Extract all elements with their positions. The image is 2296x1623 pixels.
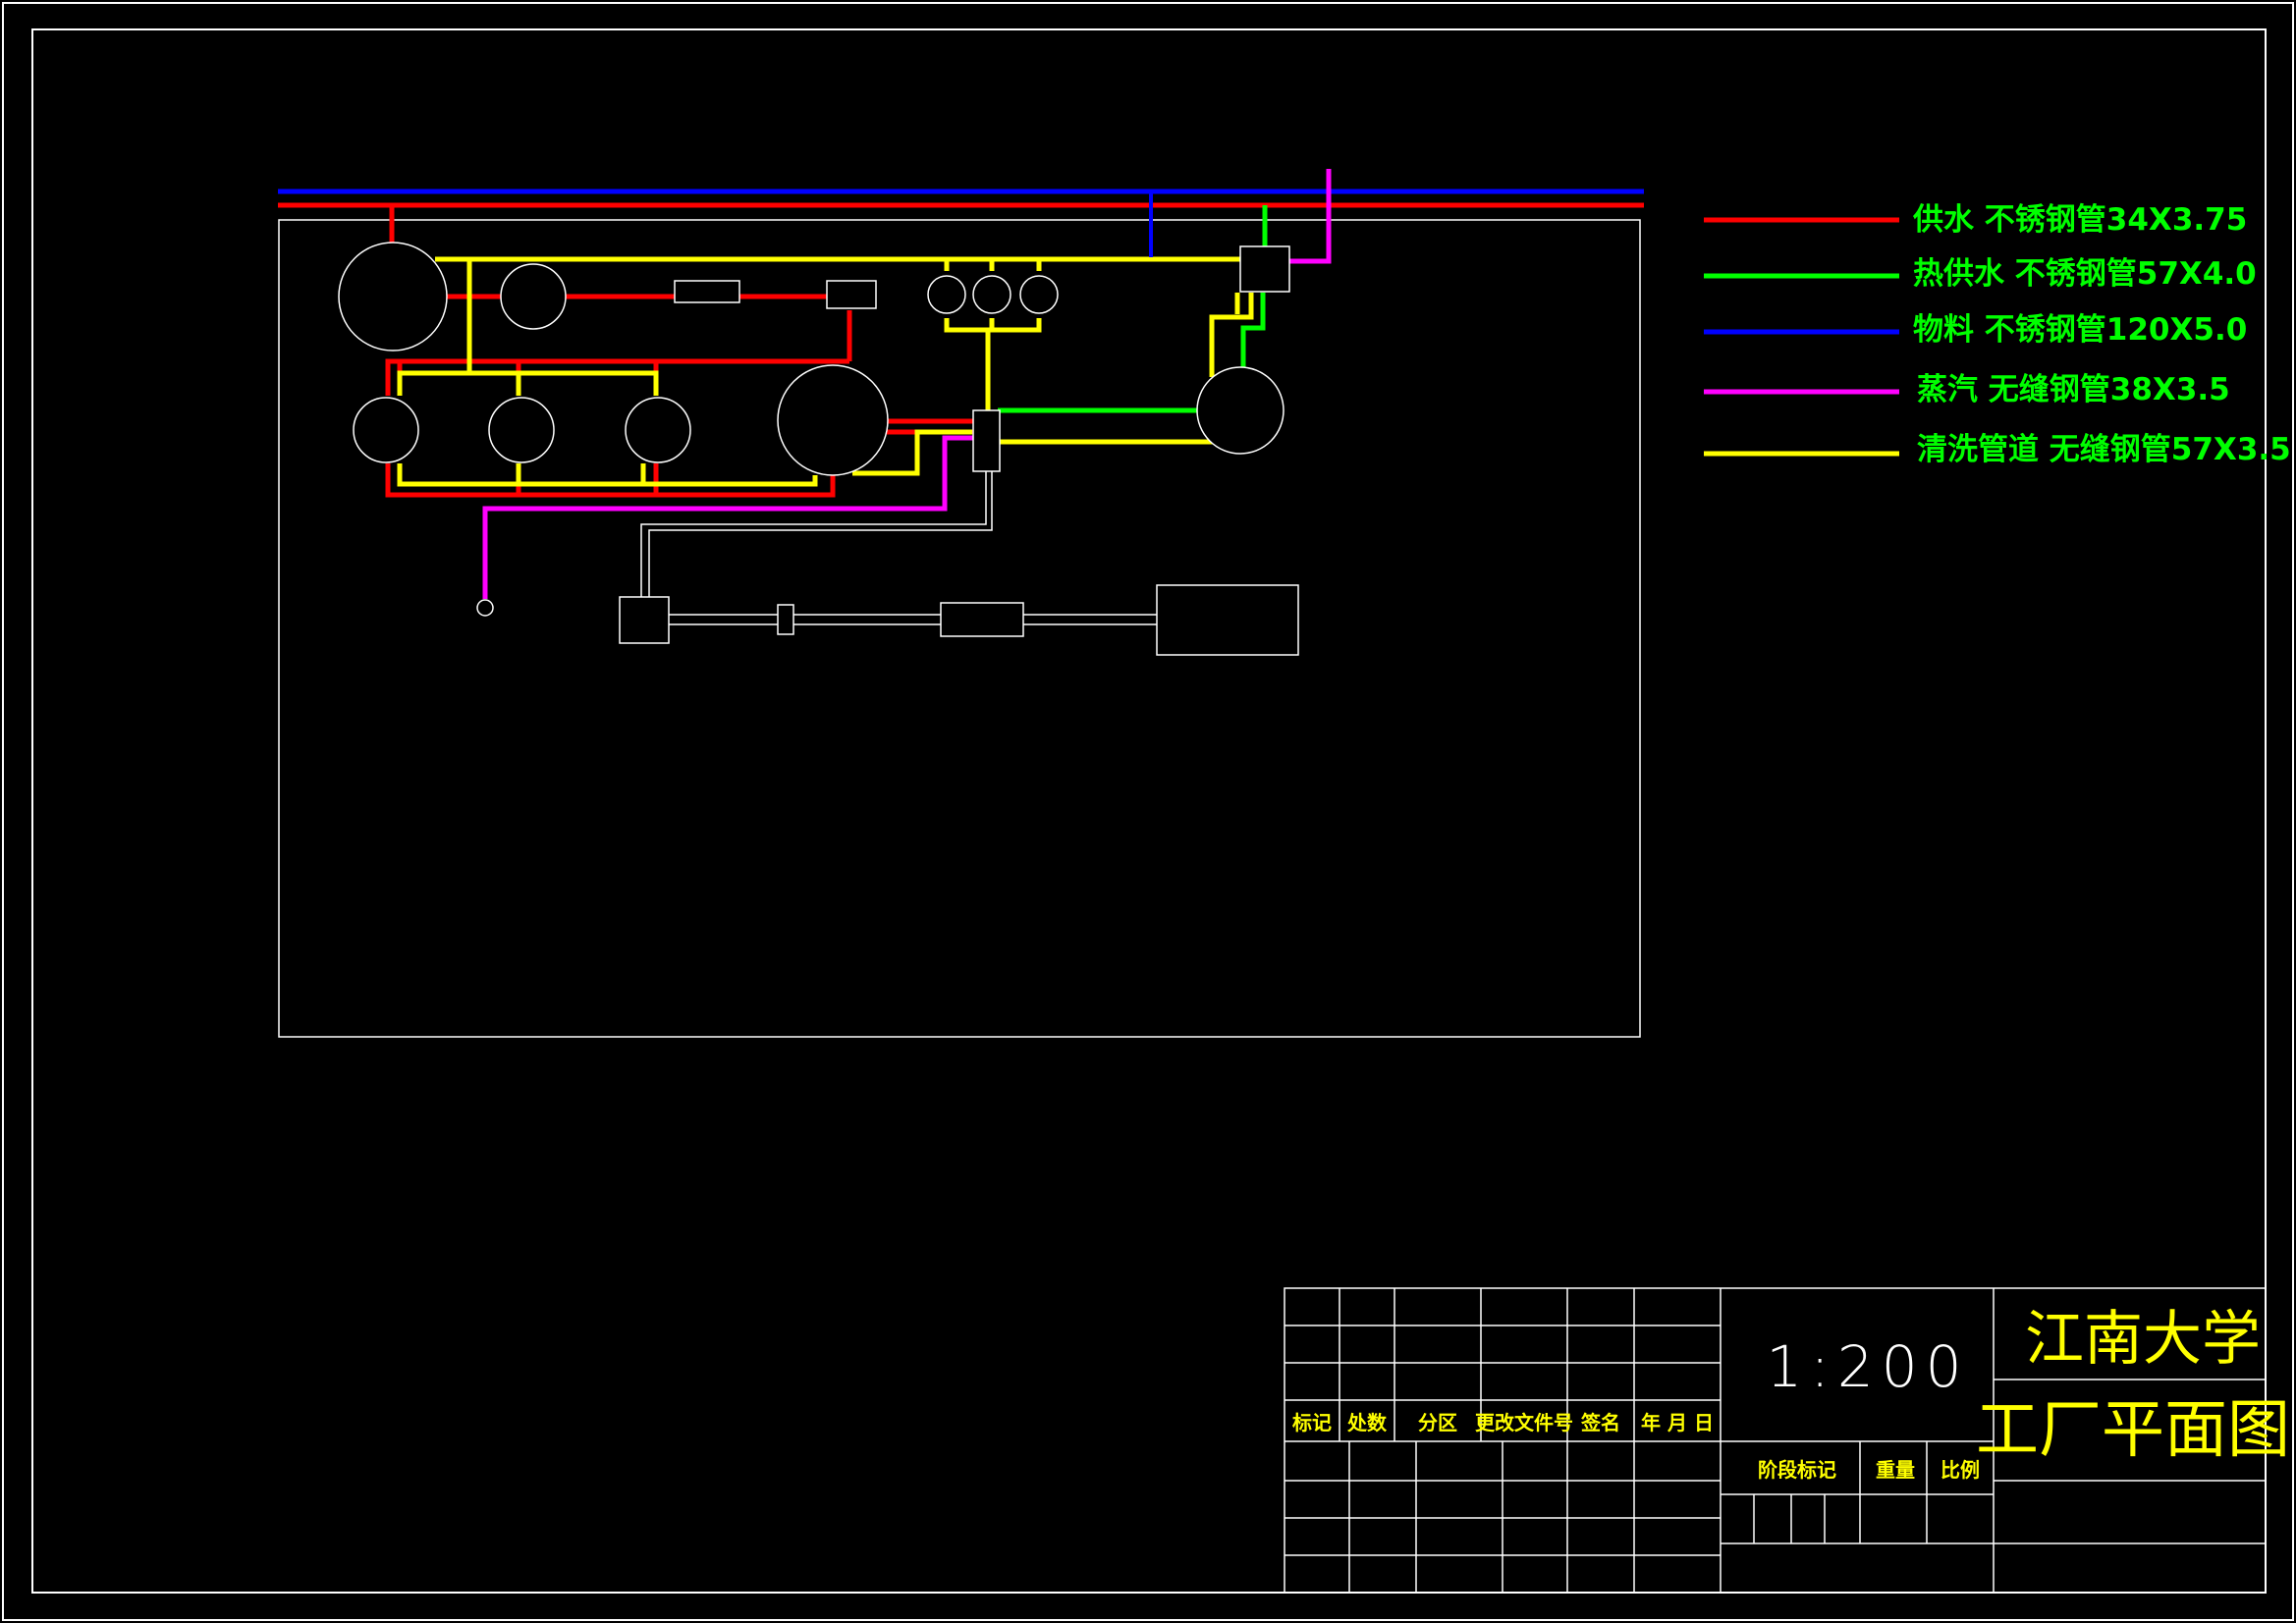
revision-header-zone: 分区 [1418,1411,1457,1434]
large-tank-2 [777,364,889,476]
scale-label: 1:200 [1766,1333,1969,1400]
junction-box-top [1239,245,1290,293]
legend-item-cleaning: 清洗管道 无缝钢管57X3.5 [1704,432,2291,467]
pump-box-1 [826,280,877,309]
revision-header-signature: 签名 [1580,1411,1620,1434]
drawing-title: 工厂平面图 [1976,1394,2290,1467]
steam-outlet [476,599,494,617]
packaging-unit [1156,584,1299,656]
title-block [1284,1287,2267,1594]
hot-water-pipes [998,205,1268,413]
valve-unit [777,604,794,635]
legend-item-hot-water: 热供水 不锈钢管57X4.0 [1704,256,2257,292]
storage-tank [1196,366,1285,455]
filter-unit-2 [940,602,1024,637]
revision-header-change-doc: 更改文件号 [1475,1411,1573,1434]
revision-header-date: 年 月 日 [1641,1411,1714,1434]
legend-item-material: 物料 不锈钢管120X5.0 [1704,312,2247,348]
legend-label-water: 供水 不锈钢管34X3.75 [1912,202,2247,238]
revision-header-count: 处数 [1346,1411,1388,1434]
cip-tank-1 [927,275,966,314]
cleaning-pipes [397,256,1254,487]
inner-drawing-frame [31,28,2267,1594]
legend-label-steam: 蒸汽 无缝钢管38X3.5 [1917,372,2230,407]
stage-mark-label: 阶段标记 [1758,1458,1836,1482]
manifold-box [972,409,1001,472]
legend-item-water: 供水 不锈钢管34X3.75 [1704,202,2247,238]
small-tank-1 [500,263,567,330]
fermenter-1 [353,397,419,463]
legend-label-hot-water: 热供水 不锈钢管57X4.0 [1913,256,2257,292]
utility-lines [640,471,1157,625]
cip-tank-2 [972,275,1011,314]
weight-label: 重量 [1876,1458,1915,1482]
equipment [338,242,1299,656]
ratio-label: 比例 [1941,1458,1980,1482]
fermenter-2 [488,397,555,463]
legend-label-cleaning: 清洗管道 无缝钢管57X3.5 [1917,432,2291,467]
large-tank-1 [338,242,448,352]
building-outline [278,219,1641,1038]
fermenter-3 [625,397,691,463]
school-name: 江南大学 [2025,1305,2261,1374]
steam-pipes [482,169,1332,599]
pipe-legend: 供水 不锈钢管34X3.75 热供水 不锈钢管57X4.0 物料 不锈钢管120… [1704,202,2291,467]
filter-unit-1 [674,280,740,303]
pump-box-2 [619,596,670,644]
legend-label-material: 物料 不锈钢管120X5.0 [1913,312,2247,348]
cip-tank-3 [1019,275,1059,314]
revision-header-mark: 标记 [1292,1411,1332,1434]
legend-item-steam: 蒸汽 无缝钢管38X3.5 [1704,372,2230,407]
